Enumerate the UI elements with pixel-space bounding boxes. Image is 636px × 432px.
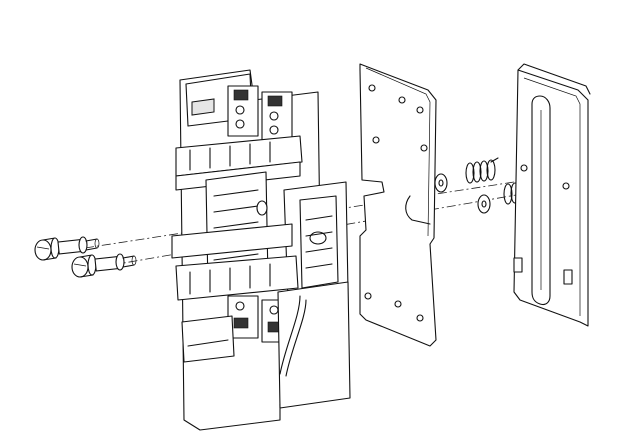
middle-contact-bar <box>171 223 293 259</box>
screw-icon <box>34 236 137 278</box>
upper-axis-line <box>84 177 541 249</box>
mounting-plate <box>359 63 437 347</box>
upper-spring <box>465 157 499 184</box>
plate-icon <box>359 63 437 347</box>
slotted-cover <box>513 69 589 327</box>
lower-contact-bar <box>175 255 299 301</box>
lower-screw <box>71 253 137 278</box>
slotted-cover-icon <box>513 63 591 327</box>
cover-latch-right <box>563 269 573 285</box>
housing-icon <box>171 69 351 431</box>
washer-icon <box>434 173 491 214</box>
upper-screw <box>34 236 100 261</box>
housing-front-cover <box>277 281 351 409</box>
cover-latch-left <box>513 257 523 273</box>
